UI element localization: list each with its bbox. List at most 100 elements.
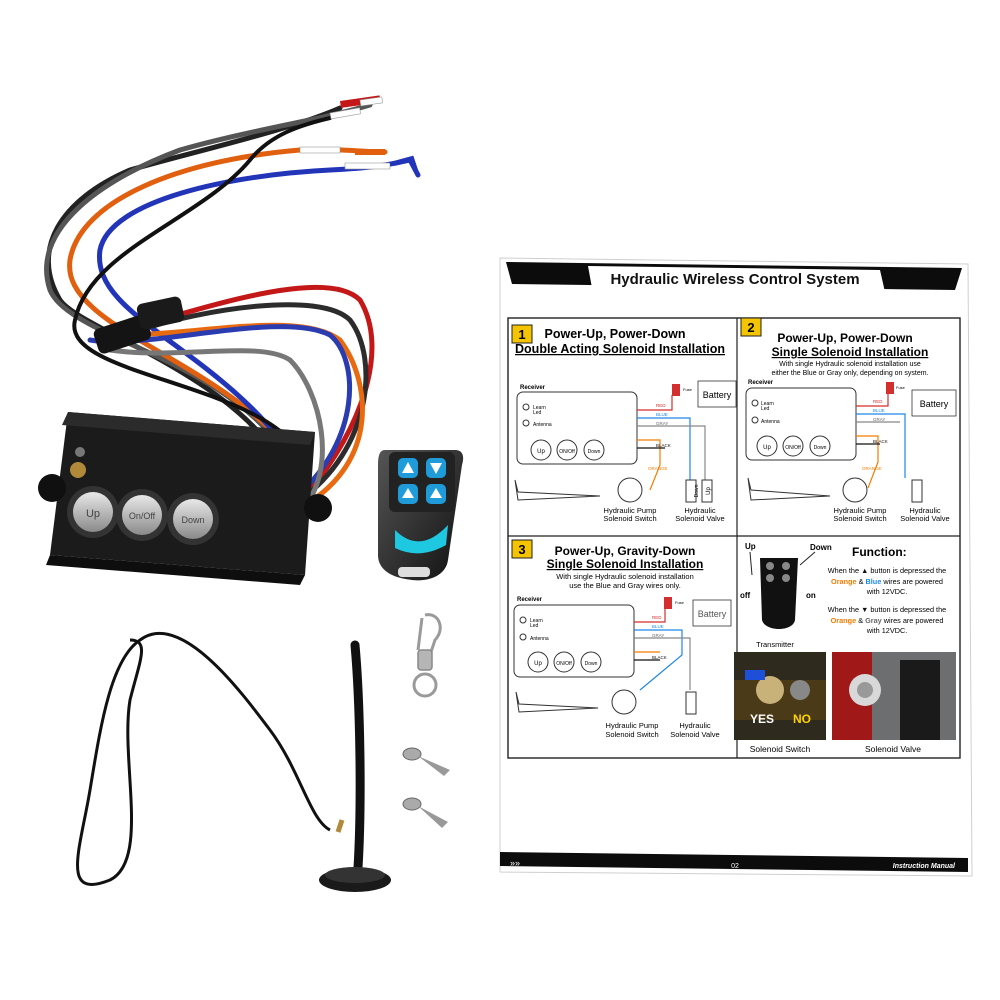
- function-line-3: with 12VDC.: [866, 587, 908, 596]
- fuse-holder: [93, 296, 185, 354]
- s1-gray-label: GRAY: [656, 421, 668, 426]
- screw-2: [402, 797, 448, 828]
- photo-switch-caption: Solenoid Switch: [750, 744, 811, 754]
- s3-onoff-btn-label: ON/Off: [556, 661, 572, 667]
- s3-up-btn-label: Up: [534, 661, 542, 667]
- s2-valve-label2: Solenoid Valve: [900, 514, 949, 523]
- s1-pump-label2: Solenoid Switch: [603, 514, 656, 523]
- up-arrow-icon: [402, 462, 414, 473]
- function-l1b: button is depressed the: [870, 566, 946, 575]
- function-title: Function:: [852, 545, 907, 559]
- section-3-title-line1: Power-Up, Gravity-Down: [555, 544, 696, 558]
- receiver-onoff-button[interactable]: On/Off: [116, 489, 168, 541]
- manual-grid: [507, 317, 961, 759]
- section-3-desc-line1: With single Hydraulic solenoid installat…: [556, 572, 694, 581]
- s3-led-label: Led: [530, 623, 539, 629]
- s1-down-btn-label: Down: [588, 449, 601, 455]
- s2-fuse-label: Fuse: [896, 385, 906, 390]
- s3-pump-label2: Solenoid Switch: [605, 730, 658, 739]
- wire-tips: [299, 95, 420, 177]
- s2-pump-label: Hydraulic Pump: [834, 506, 887, 515]
- s2-up-btn-label: Up: [763, 445, 771, 451]
- s2-valve-label: Hydraulic: [909, 506, 941, 515]
- s1-up-btn-label: Up: [537, 449, 545, 455]
- function-amp-1: &: [859, 577, 864, 586]
- remote-fob: [378, 450, 464, 581]
- wire-bundle: [44, 102, 421, 515]
- s1-battery-label: Battery: [703, 390, 732, 400]
- s2-red-label: RED: [873, 399, 883, 404]
- instruction-manual: Hydraulic Wireless Control System 1 Powe…: [499, 257, 973, 877]
- s1-valve-up-label: Up: [706, 487, 712, 495]
- s1-learn-label: Learn: [533, 405, 546, 411]
- s1-blue-label: BLUE: [656, 412, 668, 417]
- section-2-desc-line2: either the Blue or Gray only, depending …: [771, 370, 928, 377]
- section-3-receiver-label: Receiver: [517, 597, 543, 603]
- screw-1: [402, 747, 450, 776]
- function-l1a-2: When the: [828, 605, 859, 614]
- fob-down-right-button[interactable]: [426, 458, 446, 478]
- s2-battery-label: Battery: [920, 399, 949, 409]
- manual-function-panel: Up Down Function: off on Transmitter Whe…: [740, 542, 946, 649]
- down-arrow-icon: [430, 463, 442, 474]
- photo-no-label: NO: [793, 712, 811, 726]
- s1-red-label: RED: [656, 403, 666, 408]
- receiver-up-button[interactable]: Up: [67, 486, 119, 538]
- s2-onoff-btn-label: ON/Off: [785, 445, 801, 451]
- function-transmitter-label: Transmitter: [756, 640, 794, 649]
- s1-valve-label2: Solenoid Valve: [675, 514, 724, 523]
- photo-valve-caption: Solenoid Valve: [865, 744, 921, 754]
- s1-valve-label: Hydraulic: [684, 506, 716, 515]
- s3-valve-label2: Solenoid Valve: [670, 730, 719, 739]
- section-1-receiver-label: Receiver: [520, 385, 546, 391]
- s2-pump-label2: Solenoid Switch: [833, 514, 886, 523]
- s3-black-label: BLACK: [652, 655, 667, 660]
- manual-title: Hydraulic Wireless Control System: [610, 271, 859, 288]
- unlock-icon: [430, 488, 442, 498]
- s3-battery-label: Battery: [698, 609, 727, 619]
- receiver-down-button[interactable]: Down: [167, 493, 219, 545]
- s3-fuse-label: Fuse: [675, 600, 685, 605]
- s1-black-label: BLACK: [656, 443, 671, 448]
- s1-pump-label: Hydraulic Pump: [604, 506, 657, 515]
- s2-led-label: Led: [761, 406, 770, 412]
- s3-pump-label: Hydraulic Pump: [606, 721, 659, 730]
- transmitter-illustration: [760, 558, 798, 629]
- s3-blue-label: BLUE: [652, 624, 664, 629]
- photo-yes-label: YES: [750, 712, 774, 726]
- s3-valve-label: Hydraulic: [679, 721, 711, 730]
- s2-learn-label: Learn: [761, 401, 774, 407]
- section-3-number: 3: [518, 542, 525, 557]
- function-orange-2: Orange: [831, 616, 857, 625]
- section-1-title-line1: Power-Up, Power-Down: [545, 327, 686, 341]
- receiver-down-label: Down: [181, 515, 204, 525]
- fob-unlock-right-button[interactable]: [426, 484, 446, 504]
- section-2-desc-line1: With single Hydraulic solenoid installat…: [779, 361, 921, 368]
- fob-up-left-button[interactable]: [398, 458, 418, 478]
- section-2-title-line1: Power-Up, Power-Down: [777, 331, 912, 345]
- s1-fuse-label: Fuse: [683, 387, 693, 392]
- chevrons-icon: »»: [510, 858, 520, 868]
- function-blue: Blue: [866, 577, 882, 586]
- section-2-receiver-label: Receiver: [748, 380, 774, 386]
- fob-lock-left-button[interactable]: [398, 484, 418, 504]
- s2-black-label: BLACK: [873, 439, 888, 444]
- function-line-6: with 12VDC.: [866, 626, 908, 635]
- antenna: [76, 632, 391, 892]
- function-orange-1: Orange: [831, 577, 857, 586]
- function-up-label: Up: [745, 542, 756, 551]
- manual-section-2: 2 Power-Up, Power-Down Single Solenoid I…: [740, 317, 957, 523]
- section-2-title-line2: Single Solenoid Installation: [772, 345, 929, 359]
- section-2-number: 2: [747, 320, 754, 335]
- manual-footer-bar: [500, 852, 968, 872]
- function-gray: Gray: [865, 616, 883, 625]
- s1-onoff-btn-label: ON/Off: [559, 449, 575, 455]
- manual-section-1: 1 Power-Up, Power-Down Double Acting Sol…: [511, 324, 737, 523]
- s3-down-btn-label: Down: [585, 661, 598, 667]
- receiver-box: Up On/Off Down: [38, 412, 332, 585]
- s3-red-label: RED: [652, 615, 662, 620]
- s3-learn-label: Learn: [530, 618, 543, 624]
- s2-blue-label: BLUE: [873, 408, 885, 413]
- s1-valve-down-label: Down: [694, 484, 700, 497]
